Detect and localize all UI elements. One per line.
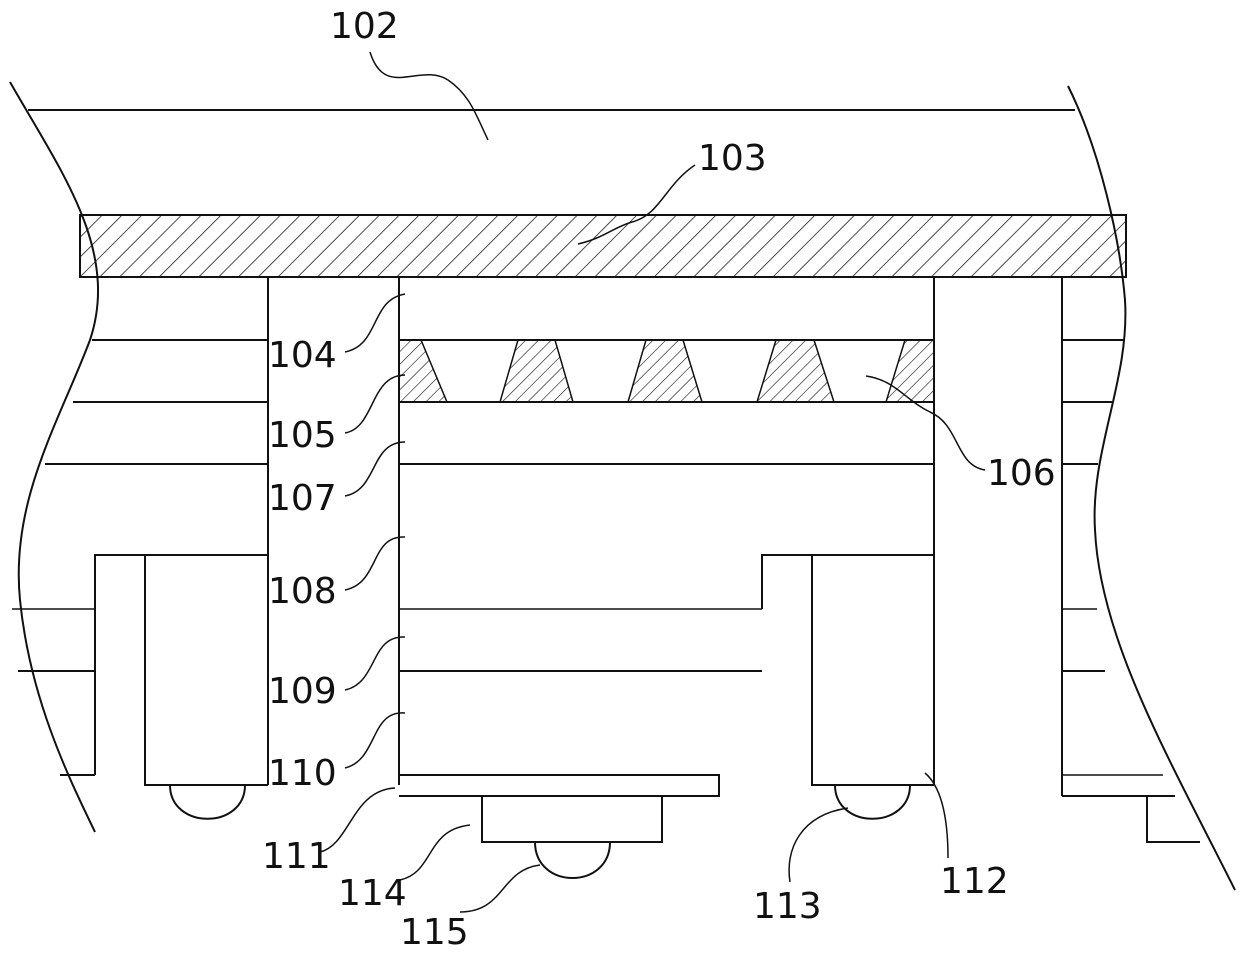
center-pad-114 bbox=[482, 796, 662, 842]
trapezoid bbox=[628, 340, 702, 402]
left-bump bbox=[170, 785, 245, 819]
hatched-layer-103 bbox=[80, 215, 1126, 277]
leader-114 bbox=[400, 825, 470, 880]
label-114: 114 bbox=[338, 873, 407, 914]
leader-113 bbox=[789, 808, 848, 882]
label-108: 108 bbox=[268, 571, 337, 612]
label-104: 104 bbox=[268, 335, 337, 376]
label-107: 107 bbox=[268, 478, 337, 519]
trapezoid bbox=[500, 340, 573, 402]
leader-104 bbox=[345, 294, 405, 352]
leader-115 bbox=[460, 865, 540, 912]
hatched-trapezoid-row bbox=[399, 340, 934, 402]
label-110: 110 bbox=[268, 753, 337, 794]
right-electrode-112 bbox=[812, 555, 934, 785]
label-111: 111 bbox=[262, 836, 331, 877]
label-113: 113 bbox=[753, 886, 822, 927]
right-bump-113 bbox=[835, 785, 910, 819]
leader-111 bbox=[320, 788, 395, 852]
label-115: 115 bbox=[400, 912, 469, 953]
right-break-edge bbox=[1068, 86, 1235, 890]
leader-109 bbox=[345, 637, 405, 690]
leader-108 bbox=[345, 537, 405, 590]
leader-110 bbox=[345, 713, 405, 768]
far-right-pad bbox=[1147, 796, 1200, 842]
left-electrode bbox=[145, 555, 268, 785]
label-105: 105 bbox=[268, 415, 337, 456]
label-103: 103 bbox=[698, 138, 767, 179]
left-break-edge bbox=[10, 82, 98, 832]
leader-102 bbox=[370, 52, 488, 140]
trapezoid bbox=[757, 340, 834, 402]
leader-105 bbox=[345, 375, 405, 433]
label-109: 109 bbox=[268, 671, 337, 712]
label-112: 112 bbox=[940, 861, 1009, 902]
label-106: 106 bbox=[987, 453, 1056, 494]
right-lower-block bbox=[762, 555, 934, 609]
label-102: 102 bbox=[330, 6, 399, 47]
leader-107 bbox=[345, 442, 405, 496]
trapezoid bbox=[886, 340, 934, 402]
left-lower-block bbox=[95, 555, 268, 775]
center-bump-115 bbox=[535, 842, 610, 878]
trapezoid bbox=[399, 340, 447, 402]
center-step bbox=[399, 775, 719, 796]
